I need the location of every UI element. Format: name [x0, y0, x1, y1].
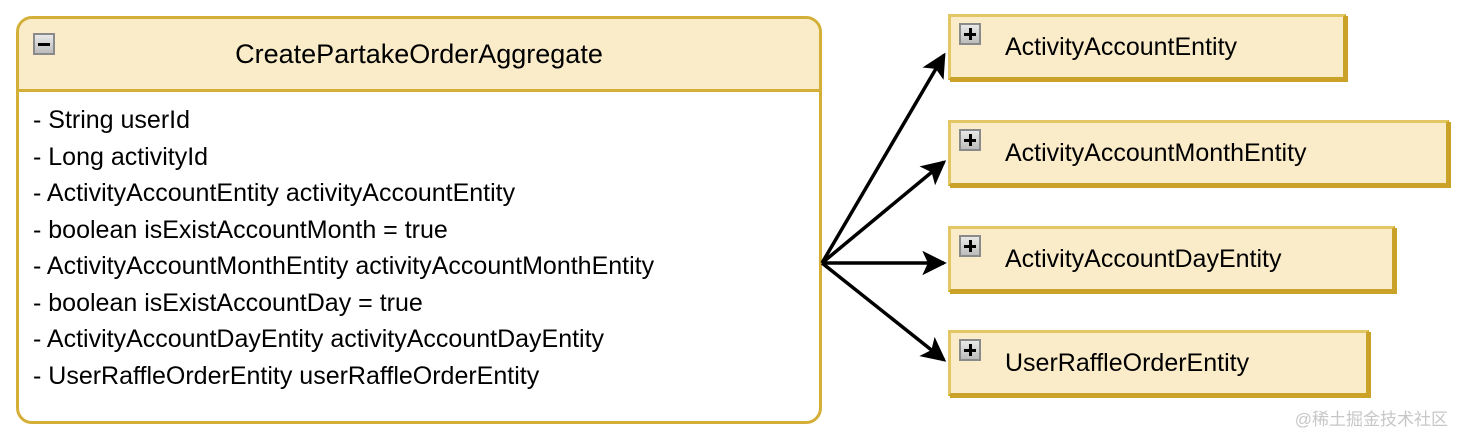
arrow-to-activity-account-month-entity — [820, 160, 947, 265]
minus-icon[interactable] — [33, 33, 55, 55]
attribute-row: - ActivityAccountEntity activityAccountE… — [33, 179, 516, 207]
attribute-row: - Long activityId — [33, 142, 209, 171]
plus-bar-vertical — [968, 240, 972, 252]
attribute-row: - ActivityAccountMonthEntity activityAcc… — [33, 252, 655, 280]
plus-bar-vertical — [968, 134, 972, 146]
uml-entity-activity-account-entity[interactable]: ActivityAccountEntity — [948, 14, 1346, 80]
plus-icon[interactable] — [959, 23, 981, 45]
uml-entity-label: ActivityAccountEntity — [1005, 32, 1238, 61]
uml-entity-label: ActivityAccountMonthEntity — [1005, 138, 1307, 167]
plus-icon[interactable] — [959, 339, 981, 361]
uml-class-attributes: - String userId - Long activityId - Acti… — [19, 92, 819, 394]
arrow-to-activity-account-entity — [820, 52, 946, 264]
attribute-row: - boolean isExistAccountMonth = true — [33, 215, 448, 244]
watermark: @稀土掘金技术社区 — [1294, 410, 1448, 429]
uml-entity-label: UserRaffleOrderEntity — [1005, 348, 1250, 377]
minus-bar — [38, 42, 50, 46]
uml-class-header: CreatePartakeOrderAggregate — [19, 19, 819, 92]
attribute-row: - String userId — [33, 106, 191, 134]
attribute-row: - UserRaffleOrderEntity userRaffleOrderE… — [33, 361, 540, 390]
uml-entity-activity-account-month-entity[interactable]: ActivityAccountMonthEntity — [948, 120, 1449, 186]
plus-bar-vertical — [968, 28, 972, 40]
uml-entity-user-raffle-order-entity[interactable]: UserRaffleOrderEntity — [948, 330, 1369, 396]
plus-icon[interactable] — [959, 235, 981, 257]
arrow-to-user-raffle-order-entity — [820, 261, 947, 362]
attribute-row: - ActivityAccountDayEntity activityAccou… — [33, 325, 605, 353]
uml-class-title: CreatePartakeOrderAggregate — [235, 38, 603, 69]
uml-class-create-partake-order-aggregate[interactable]: CreatePartakeOrderAggregate - String use… — [16, 16, 822, 424]
uml-entity-activity-account-day-entity[interactable]: ActivityAccountDayEntity — [948, 226, 1395, 292]
attribute-row: - boolean isExistAccountDay = true — [33, 288, 423, 317]
plus-bar-vertical — [968, 344, 972, 356]
plus-icon[interactable] — [959, 129, 981, 151]
uml-entity-label: ActivityAccountDayEntity — [1005, 244, 1282, 273]
